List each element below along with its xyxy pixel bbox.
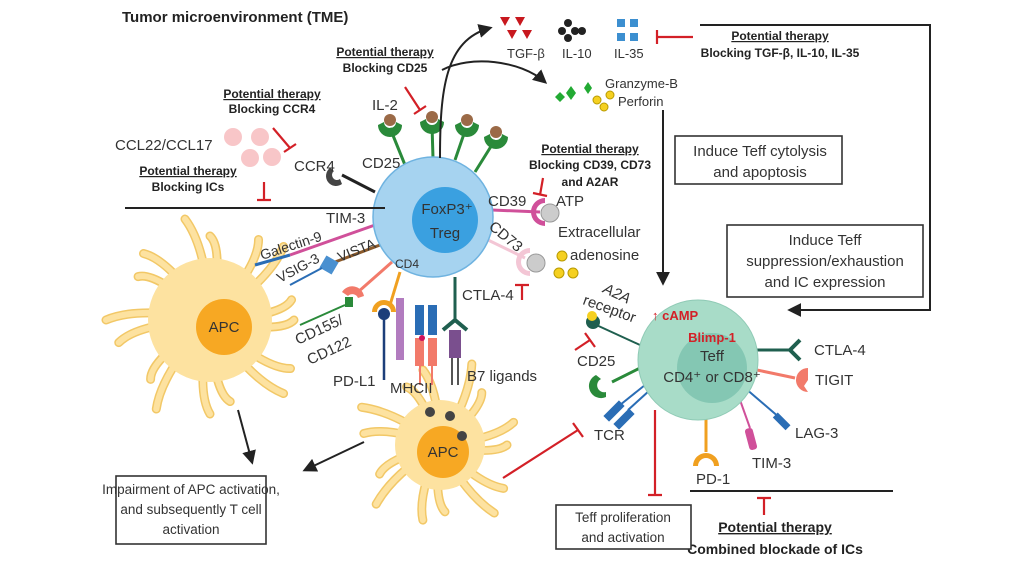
ccl-chemokines: [224, 128, 281, 167]
antigen-granule: [457, 431, 467, 441]
tgf-beta-icons: [500, 17, 532, 39]
teff-marker-labels: A2A receptor CD25 TCR CTLA-4 TIGIT LAG-3…: [577, 280, 866, 488]
adenosine-molecules: [553, 250, 579, 279]
granzyme-icons: [555, 82, 592, 102]
box-suppression: Induce Teff suppression/exhaustion and I…: [726, 224, 924, 298]
svg-text:and apoptosis: and apoptosis: [713, 164, 806, 181]
svg-text:and A2AR: and A2AR: [562, 175, 619, 189]
svg-text:Potential therapy: Potential therapy: [139, 164, 237, 178]
svg-text:IL-2: IL-2: [372, 97, 398, 114]
treg-marker-labels: IL-2 CD25 CCR4 CCL22/CCL17 CD39 ATP CD73…: [115, 97, 641, 397]
teff-label-2: CD4⁺ or CD8⁺: [663, 369, 761, 386]
il35-label: IL-35: [614, 46, 644, 61]
arrows: [125, 24, 931, 492]
perforin-label: Perforin: [618, 94, 664, 109]
svg-text:Blocking TGF-β, IL-10, IL-35: Blocking TGF-β, IL-10, IL-35: [701, 46, 860, 60]
svg-text:TCR: TCR: [594, 427, 625, 444]
ccr4-icon: [326, 168, 342, 186]
treg-receptors: [254, 111, 579, 385]
blimp1-label: Blimp-1: [688, 330, 736, 345]
svg-text:PD-1: PD-1: [696, 471, 730, 488]
svg-text:VISTA: VISTA: [335, 235, 378, 265]
antigen-granule: [425, 407, 435, 417]
treg-nucleus: [412, 187, 478, 253]
box-proliferation: Teff proliferation and activation: [555, 504, 692, 550]
apc-nucleus: [196, 299, 252, 355]
therapy-adenosine: Potential therapy Blocking CD39, CD73 an…: [529, 142, 651, 189]
svg-text:MHCII: MHCII: [390, 380, 433, 397]
svg-text:CTLA-4: CTLA-4: [814, 342, 866, 359]
perforin-icons: [592, 90, 615, 112]
svg-text:and activation: and activation: [581, 530, 664, 545]
svg-text:Extracellular: Extracellular: [558, 224, 641, 241]
tgf-beta-label: TGF-β: [507, 46, 545, 61]
diagram-title: Tumor microenvironment (TME): [122, 9, 348, 26]
box-impairment: Impairment of APC activation, and subseq…: [102, 475, 280, 545]
therapy-cd25: Potential therapy Blocking CD25: [336, 45, 434, 75]
svg-text:CD25: CD25: [577, 353, 615, 370]
camp-label: ↑ cAMP: [652, 308, 699, 323]
il2-molecules: [384, 111, 502, 138]
il10-label: IL-10: [562, 46, 592, 61]
svg-text:Potential therapy: Potential therapy: [223, 87, 321, 101]
svg-text:Induce Teff cytolysis: Induce Teff cytolysis: [693, 143, 827, 160]
svg-text:Blocking CCR4: Blocking CCR4: [229, 102, 316, 116]
therapy-ccr4: Potential therapy Blocking CCR4: [223, 87, 321, 116]
apc-cell-bottom: APC: [357, 359, 519, 525]
svg-text:Potential therapy: Potential therapy: [718, 519, 832, 535]
atp-molecule: [540, 203, 560, 223]
apc-cell-left: APC: [101, 214, 299, 419]
therapy-ics: Potential therapy Blocking ICs: [139, 164, 237, 194]
svg-text:Blocking CD25: Blocking CD25: [343, 61, 428, 75]
svg-text:Potential therapy: Potential therapy: [336, 45, 434, 59]
svg-text:B7 ligands: B7 ligands: [467, 368, 537, 385]
svg-text:Combined blockade of ICs: Combined blockade of ICs: [687, 541, 863, 557]
svg-text:CCR4: CCR4: [294, 158, 335, 175]
il10-icons: [558, 19, 586, 42]
svg-text:TIM-3: TIM-3: [752, 455, 791, 472]
box-cytolysis: Induce Teff cytolysis and apoptosis: [674, 135, 843, 185]
teff-receptors: [586, 311, 808, 466]
inhibition-marks: [257, 30, 771, 515]
teff-nucleus: [677, 333, 747, 403]
svg-text:TIM-3: TIM-3: [326, 210, 365, 227]
svg-text:LAG-3: LAG-3: [795, 425, 838, 442]
apc-label: APC: [428, 444, 459, 461]
therapy-cytokines: Potential therapy Blocking TGF-β, IL-10,…: [701, 29, 860, 60]
svg-text:suppression/exhaustion: suppression/exhaustion: [746, 253, 904, 270]
teff-label-1: Teff: [700, 348, 725, 365]
treg-label-1: FoxP3⁺: [421, 201, 472, 218]
therapy-combined: Potential therapy Combined blockade of I…: [687, 519, 863, 557]
svg-text:CTLA-4: CTLA-4: [462, 287, 514, 304]
il2-receptor-icons: [378, 119, 508, 149]
apc-nucleus: [417, 426, 469, 478]
svg-text:ATP: ATP: [556, 193, 584, 210]
vsig3-icon: [319, 255, 339, 275]
svg-text:CCL22/CCL17: CCL22/CCL17: [115, 137, 213, 154]
svg-text:adenosine: adenosine: [570, 247, 639, 264]
svg-text:CD25: CD25: [362, 155, 400, 172]
apc-label: APC: [209, 319, 240, 336]
treg-label-2: Treg: [430, 225, 460, 242]
svg-text:Potential therapy: Potential therapy: [541, 142, 639, 156]
svg-text:Blocking CD39, CD73: Blocking CD39, CD73: [529, 158, 651, 172]
svg-text:Teff proliferation: Teff proliferation: [575, 510, 671, 525]
svg-text:and subsequently T cell: and subsequently T cell: [120, 502, 261, 517]
svg-text:CD4: CD4: [395, 257, 419, 271]
svg-text:CD39: CD39: [488, 193, 526, 210]
svg-text:Potential therapy: Potential therapy: [731, 29, 829, 43]
granzyme-label: Granzyme-B: [605, 76, 678, 91]
svg-text:Blocking ICs: Blocking ICs: [152, 180, 225, 194]
antigen-granule: [445, 411, 455, 421]
svg-text:Impairment of APC activation,: Impairment of APC activation,: [102, 482, 280, 497]
svg-text:and IC expression: and IC expression: [765, 274, 886, 291]
svg-text:PD-L1: PD-L1: [333, 373, 376, 390]
svg-text:Induce Teff: Induce Teff: [789, 232, 863, 249]
svg-text:activation: activation: [162, 522, 219, 537]
il35-icons: [617, 19, 638, 41]
svg-text:TIGIT: TIGIT: [815, 372, 853, 389]
